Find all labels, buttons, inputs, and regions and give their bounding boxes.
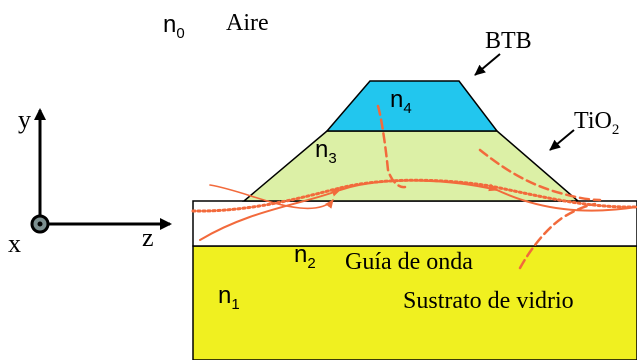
tio2-layer [241, 130, 581, 202]
ray-solid-2 [209, 184, 334, 210]
ray-dashed-right [478, 148, 602, 202]
ray-dashed-down [518, 202, 597, 270]
tio2-callout-arrow [549, 129, 575, 151]
axis-label-y: y [18, 105, 31, 134]
btb-callout-arrow [474, 53, 501, 76]
label-n4: n4 [390, 86, 412, 117]
origin-dot-icon [37, 221, 43, 227]
waveguide-layer [192, 200, 637, 247]
label-n1: n1 [218, 282, 240, 313]
label-n0: n0 [163, 11, 185, 42]
substrate-layer [192, 245, 637, 360]
axis-label-z: z [142, 223, 154, 252]
axis-label-x: x [8, 229, 21, 258]
ray-dashed-up [376, 104, 407, 189]
light-rays [191, 104, 637, 270]
label-n2: n2 [294, 241, 316, 272]
btb-layer [325, 80, 499, 132]
label-sustrato: Sustrato de vidrio [403, 288, 574, 314]
label-n3: n3 [315, 136, 337, 167]
label-btb: BTB [485, 28, 532, 54]
ray-solid [199, 179, 637, 241]
label-tio2: TiO2 [574, 108, 619, 138]
coordinate-axes [30, 108, 172, 234]
label-guia: Guía de onda [345, 249, 473, 275]
label-aire: Aire [226, 10, 269, 36]
